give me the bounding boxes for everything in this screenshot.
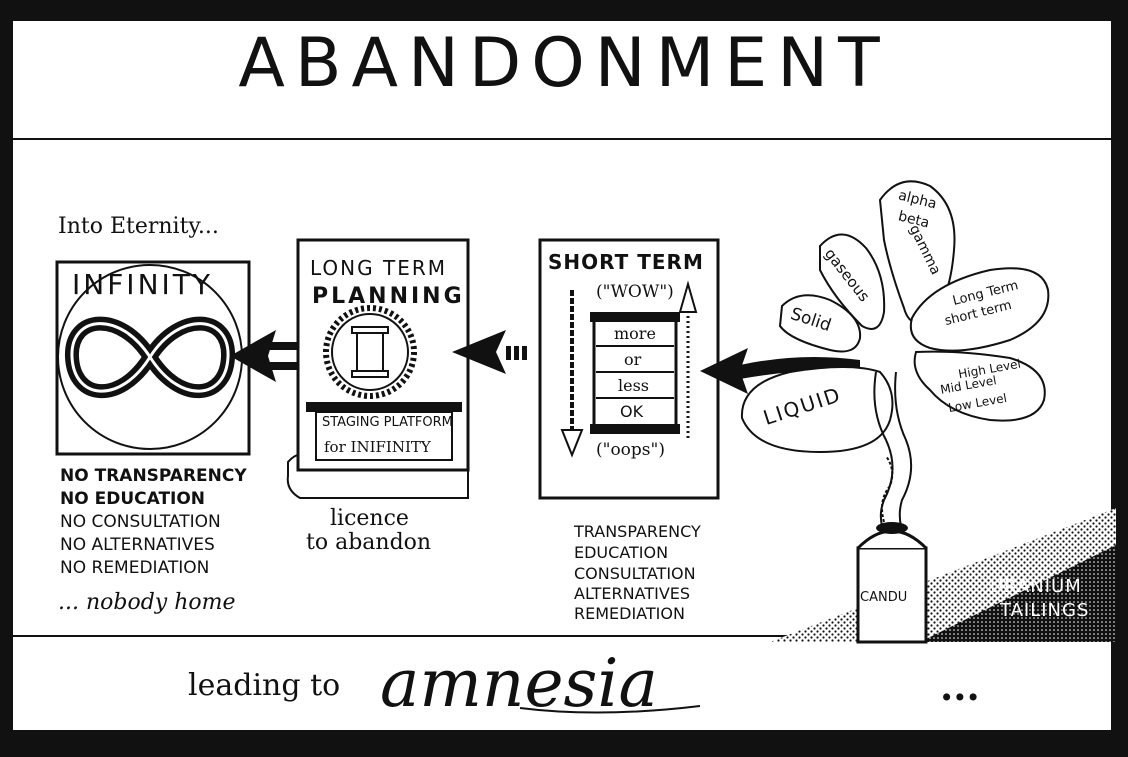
amnesia-text: amnesia	[380, 645, 658, 722]
short-term-list-item: CONSULTATION	[574, 564, 696, 583]
planning-heading: PLANNING	[312, 284, 465, 309]
infinity-label: INFINITY	[72, 268, 213, 301]
candu-reactor-icon	[856, 455, 928, 644]
nobody-home-tagline: ... nobody home	[58, 590, 236, 615]
infinity-panel	[55, 260, 251, 456]
term-petal	[909, 267, 1050, 352]
title-divider	[12, 138, 1112, 140]
short-term-heading: SHORT TERM	[548, 250, 704, 274]
leading-to-text: leading to	[188, 668, 341, 703]
no-list-item: NO TRANSPARENCY	[60, 466, 247, 486]
staging-platform-bar	[306, 402, 462, 412]
to-abandon-caption: to abandon	[306, 530, 432, 555]
candu-label: CANDU	[860, 590, 908, 605]
page-title: ABANDONMENT	[238, 24, 890, 103]
long-term-heading: LONG TERM	[310, 256, 447, 280]
liquid-petal	[740, 366, 894, 454]
level-petal	[913, 350, 1046, 422]
wow-quote: ("WOW")	[596, 282, 674, 302]
up-arrow-icon	[678, 280, 698, 313]
no-list-item: NO ALTERNATIVES	[60, 535, 215, 555]
arrow-to-long-term-icon	[452, 330, 527, 374]
footer-divider	[12, 635, 1112, 637]
for-infinity-label: for INIFINITY	[324, 438, 431, 456]
scale-label: less	[618, 376, 650, 395]
into-eternity-caption: Into Eternity...	[58, 214, 219, 239]
short-term-panel	[538, 238, 720, 500]
gaseous-petal	[819, 233, 886, 330]
scroll-icon	[356, 329, 384, 375]
tailings-label-2: TAILINGS	[1000, 600, 1090, 621]
arrow-to-short-term-icon	[700, 348, 860, 394]
short-term-list-item: ALTERNATIVES	[574, 584, 691, 603]
no-list-item: NO REMEDIATION	[60, 558, 210, 578]
no-list-item: NO CONSULTATION	[60, 512, 221, 532]
waste-flower	[740, 180, 1050, 541]
scale-label: more	[614, 324, 656, 343]
oops-quote: ("oops")	[596, 440, 665, 460]
short-term-list-item: EDUCATION	[574, 543, 669, 562]
solid-petal	[778, 294, 862, 353]
amnesia-flourish	[519, 705, 701, 714]
licence-caption: licence	[330, 506, 409, 531]
no-list-item: NO EDUCATION	[60, 489, 206, 509]
arrow-to-infinity-icon	[230, 330, 308, 382]
staging-platform-label: STAGING PLATFORM	[322, 415, 453, 430]
short-term-list-item: REMEDIATION	[574, 604, 685, 623]
long-term-panel	[286, 238, 470, 499]
ellipsis-text: ...	[940, 664, 980, 709]
tailings-label-1: URANIUM	[990, 576, 1082, 597]
scale-label: or	[624, 350, 642, 369]
down-arrow-icon	[560, 429, 584, 458]
smoke-stem	[873, 371, 894, 541]
short-term-list-item: TRANSPARENCY	[574, 522, 701, 541]
scale-label: OK	[620, 402, 644, 421]
